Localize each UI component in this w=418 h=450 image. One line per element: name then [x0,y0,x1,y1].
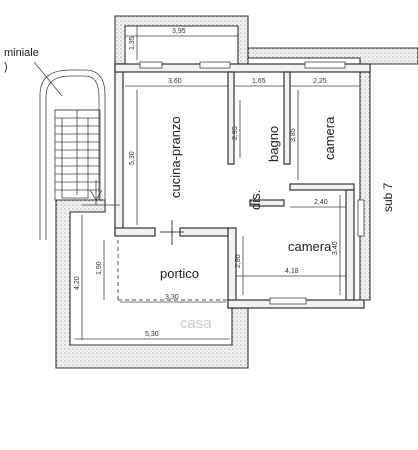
dim-kitchen-width: 3,60 [168,78,182,85]
room-bedroom-bottom: camera [288,239,332,254]
dim-top-height: 1,35 [129,36,136,50]
entry-arrow [82,180,120,206]
dim-bedroom-width: 4,18 [285,268,299,275]
dim-kitchen-height: 5,30 [129,151,136,165]
dim-top-width: 3,95 [172,28,186,35]
dim-closet-width: 2,40 [314,199,328,206]
stair-label-line2: ) [4,61,8,73]
dim-porch-height: 1,90 [96,261,103,275]
east-wall [247,47,418,301]
windows [139,61,365,305]
porch-edge [117,220,228,301]
room-bath: bagno [266,126,281,162]
watermark: casa [180,315,212,332]
dim-camera-height: 3,85 [290,128,297,142]
dim-camera-width: 2,25 [313,78,327,85]
staircase [39,69,106,240]
terrace-outline [55,199,249,369]
dim-porch-width: 3,30 [165,294,179,301]
dimension-lines [74,26,360,340]
dim-closet-height: 2,80 [235,254,242,268]
sub-label: sub 7 [381,182,395,212]
room-porch: portico [160,266,199,281]
dim-bath-height: 2,95 [232,126,239,140]
dim-bedroom-height: 3,40 [332,241,339,255]
room-bedroom-top: camera [322,116,337,160]
dim-bath-width: 1,65 [252,78,266,85]
stair-label-line1: miniale [4,47,39,59]
dim-outer-width: 5,30 [145,331,159,338]
main-walls [114,63,371,309]
room-kitchen: cucina-pranzo [168,116,183,198]
room-closet: dis. [248,190,263,210]
dim-outer-height: 4,20 [74,276,81,290]
stair-leader-line [33,61,63,97]
